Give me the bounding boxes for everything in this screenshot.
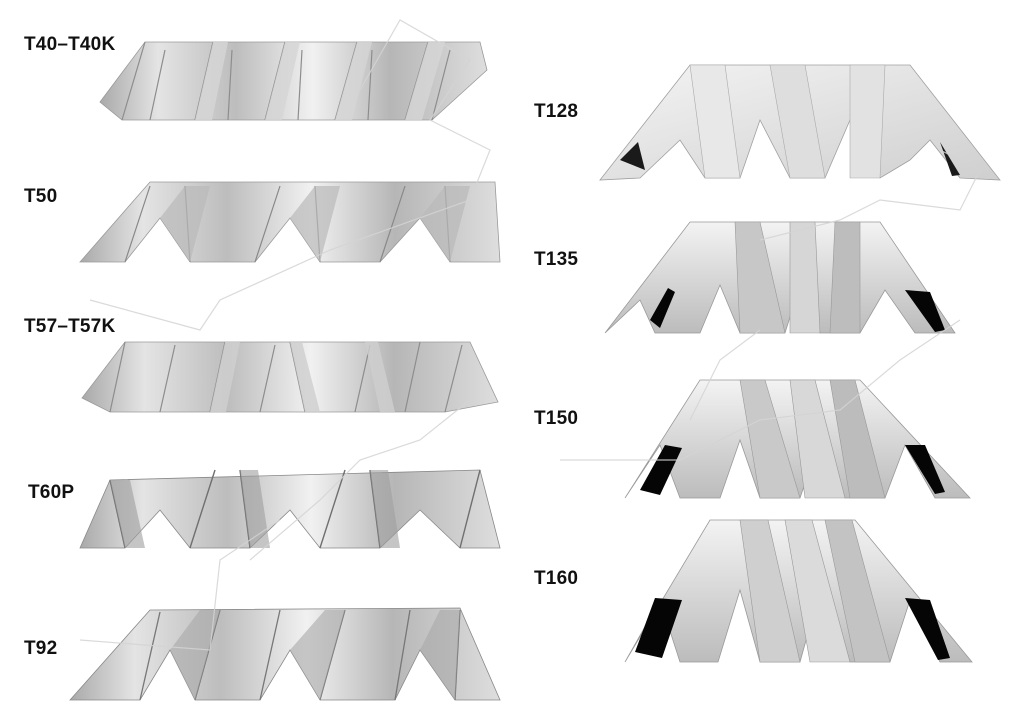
sheet-t57 [81, 341, 499, 413]
sheet-t92 [69, 607, 501, 701]
profile-label-t160: T160 [534, 568, 579, 589]
profile-label-t128: T128 [534, 101, 579, 122]
profile-label-t50: T50 [24, 186, 58, 207]
profile-label-t135: T135 [534, 249, 579, 270]
sheet-t160 [624, 519, 973, 663]
sheet-t50 [79, 181, 501, 263]
profile-label-t60p: T60P [28, 482, 75, 503]
sheet-t150 [624, 379, 971, 499]
sheet-t40 [99, 41, 488, 121]
sheet-t60p [79, 469, 501, 549]
sheet-t128 [599, 64, 1001, 181]
sheet-t135 [604, 221, 956, 334]
profile-label-t92: T92 [24, 638, 58, 659]
